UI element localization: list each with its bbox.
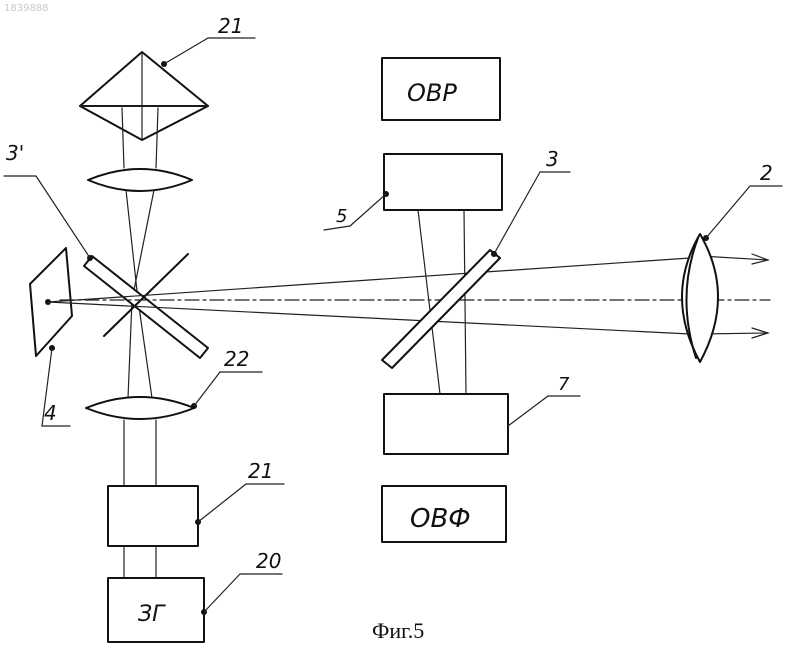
upper-lens [88,169,192,191]
label-7: 7 [558,374,570,395]
objective-lens-2 [682,234,718,362]
block-link [124,546,156,578]
block-7 [384,394,508,454]
lower-beam [124,420,156,486]
leader-22 [194,372,220,406]
leader-21 [198,484,246,522]
leader-2 [706,186,750,238]
leader-7 [508,396,548,426]
corner-prism [80,52,208,140]
label-3: 3 [546,147,559,171]
main-beams [48,254,770,338]
block-zg-text: ЗГ [138,602,166,627]
leader-21-top [164,38,208,64]
leader-5 [350,194,386,226]
label-3-prime: 3' [6,141,24,165]
block-ovr-text: ОВР [407,79,457,107]
label-5: 5 [336,206,347,227]
block-ovf-text: ОВФ [410,504,471,534]
label-2: 2 [760,161,773,185]
leader-3-prime [36,176,90,258]
beamsplitter-3-prime [84,254,208,358]
label-4: 4 [44,401,57,425]
label-22: 22 [224,347,249,371]
block-5 [384,154,502,210]
leader-20 [204,574,240,612]
watermark-text: 1839888 [4,3,49,14]
label-20: 20 [256,549,281,573]
beamsplitter-3 [382,250,500,368]
figure-caption: Фиг.5 [372,618,424,643]
block-21 [108,486,198,546]
lower-lens-22 [86,397,194,419]
label-21: 21 [248,459,273,483]
label-21-top: 21 [218,14,243,38]
